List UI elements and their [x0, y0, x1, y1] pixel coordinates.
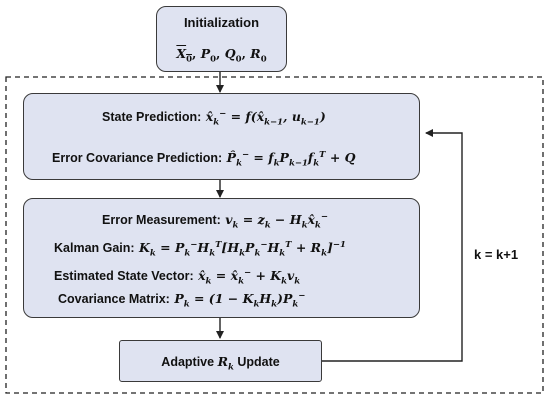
prediction-box: State Prediction: x̂k− = f(x̂k−1, uk−1) …: [23, 93, 420, 180]
kalman-gain-formula: Kk = Pk−HkT[HkPk−HkT + Rk]−1: [139, 239, 346, 259]
adaptive-update-label: Adaptive Rk Update: [161, 354, 280, 373]
covariance-prediction-label: Error Covariance Prediction:: [52, 151, 223, 165]
error-measurement-row: Error Measurement: vk = zk − Hkx̂k−: [102, 211, 328, 231]
error-measurement-label: Error Measurement:: [102, 213, 221, 227]
covariance-prediction-row: Error Covariance Prediction: P̂k− = fkPk…: [52, 149, 356, 169]
error-measurement-formula: vk = zk − Hkx̂k−: [225, 211, 328, 231]
estimated-state-label: Estimated State Vector:: [54, 269, 194, 283]
estimated-state-row: Estimated State Vector: x̂k = x̂k− + Kkv…: [54, 267, 301, 287]
state-prediction-row: State Prediction: x̂k− = f(x̂k−1, uk−1): [102, 108, 326, 128]
adaptive-update-box: Adaptive Rk Update: [119, 340, 322, 382]
covariance-matrix-formula: Pk = (1 − KkHk)Pk−: [174, 290, 306, 310]
update-box: Error Measurement: vk = zk − Hkx̂k− Kalm…: [23, 198, 420, 318]
state-prediction-formula: x̂k− = f(x̂k−1, uk−1): [205, 108, 326, 128]
covariance-matrix-label: Covariance Matrix:: [58, 292, 170, 306]
initialization-vars: X0, P0, Q0, R0: [176, 46, 267, 65]
loop-counter-label: k = k+1: [474, 247, 519, 262]
kalman-gain-label: Kalman Gain:: [54, 241, 135, 255]
estimated-state-formula: x̂k = x̂k− + Kkvk: [198, 267, 301, 287]
initialization-title: Initialization: [183, 15, 260, 30]
dashed-loop-frame: [5, 76, 544, 394]
kalman-gain-row: Kalman Gain: Kk = Pk−HkT[HkPk−HkT + Rk]−…: [54, 239, 346, 259]
initialization-box: Initialization X0, P0, Q0, R0: [156, 6, 287, 72]
feedback-loop-arrow: [322, 129, 463, 362]
covariance-prediction-formula: P̂k− = fkPk−1fkT + Q: [226, 149, 356, 169]
state-prediction-label: State Prediction:: [102, 110, 202, 124]
covariance-matrix-row: Covariance Matrix: Pk = (1 − KkHk)Pk−: [58, 290, 306, 310]
